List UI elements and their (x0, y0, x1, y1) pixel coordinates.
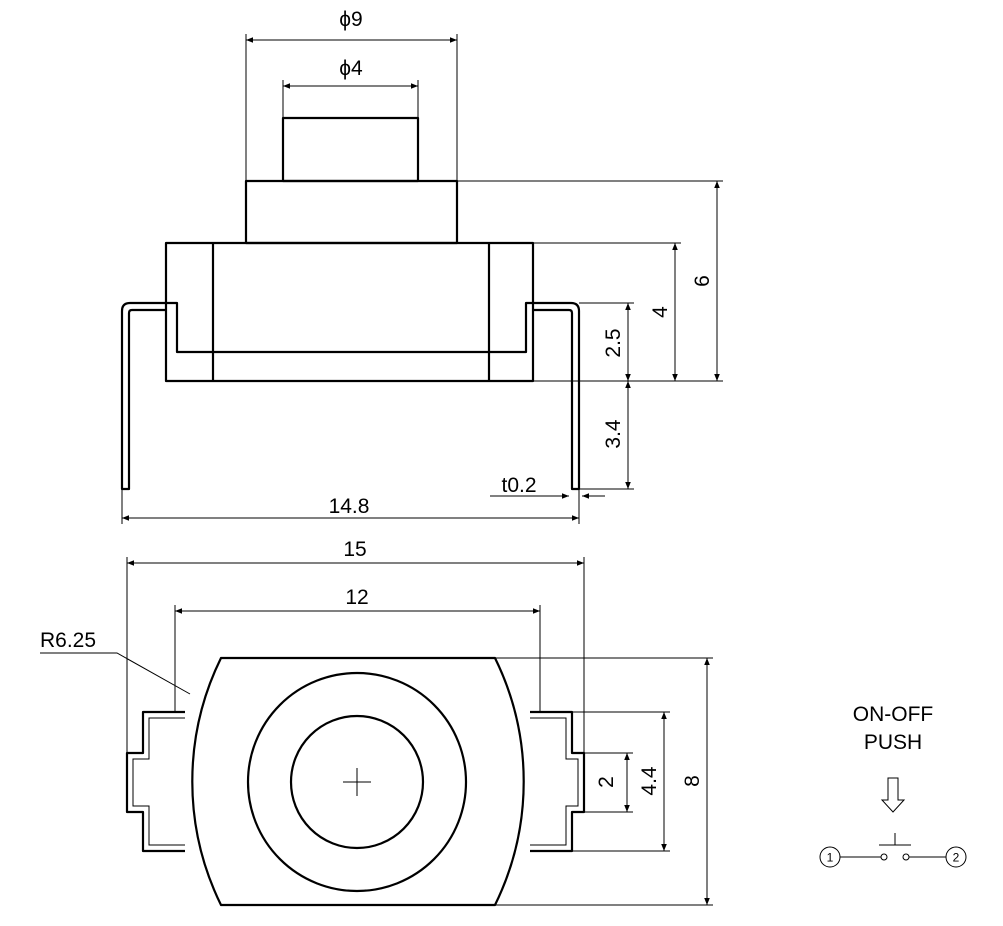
side-view: ϕ9 ϕ4 6 4 2.5 3.4 t0.2 14.8 (120, 8, 723, 524)
contact-a (880, 853, 888, 861)
dim-w15-label: 15 (343, 538, 366, 561)
pin2-label: 2 (953, 851, 960, 865)
schematic-label-line1: ON-OFF (853, 703, 933, 726)
dim-w148-label: 14.8 (329, 495, 370, 518)
dim-h25-label: 2.5 (602, 328, 625, 357)
push-arrow-icon (880, 777, 906, 813)
dim-phi4-label: ϕ4 (339, 57, 363, 80)
dim-w12-label: 12 (345, 586, 368, 609)
center-mark (343, 768, 371, 796)
pin1-label: 1 (827, 851, 834, 865)
switch-body-outline (164, 116, 535, 383)
left-terminal-tab (125, 710, 185, 853)
right-terminal-pin (533, 301, 581, 491)
dim-r625-label: R6.25 (40, 629, 96, 652)
dim-h6-label: 6 (691, 275, 714, 287)
top-view: 15 12 R6.25 8 4.4 2 (40, 538, 713, 907)
dim-h34-label: 3.4 (602, 419, 625, 449)
schematic-label-line2: PUSH (864, 731, 922, 754)
dim-h4-label: 4 (649, 306, 672, 318)
dimension-lines (121, 34, 723, 524)
dim-h8-label: 8 (681, 775, 704, 787)
left-terminal-pin (120, 301, 166, 491)
switch-schematic: ON-OFF PUSH 1 2 (819, 703, 967, 868)
dim-t02-label: t0.2 (501, 474, 536, 497)
contact-b (902, 853, 910, 861)
actuator-button (289, 714, 425, 850)
actuator-outer-ring (246, 671, 468, 893)
dim-phi9-label: ϕ9 (339, 8, 362, 31)
dimension-lines-top (40, 557, 713, 906)
dim-h44-label: 4.4 (638, 766, 661, 796)
right-terminal-tab (530, 710, 586, 853)
dim-h2-label: 2 (595, 776, 618, 788)
